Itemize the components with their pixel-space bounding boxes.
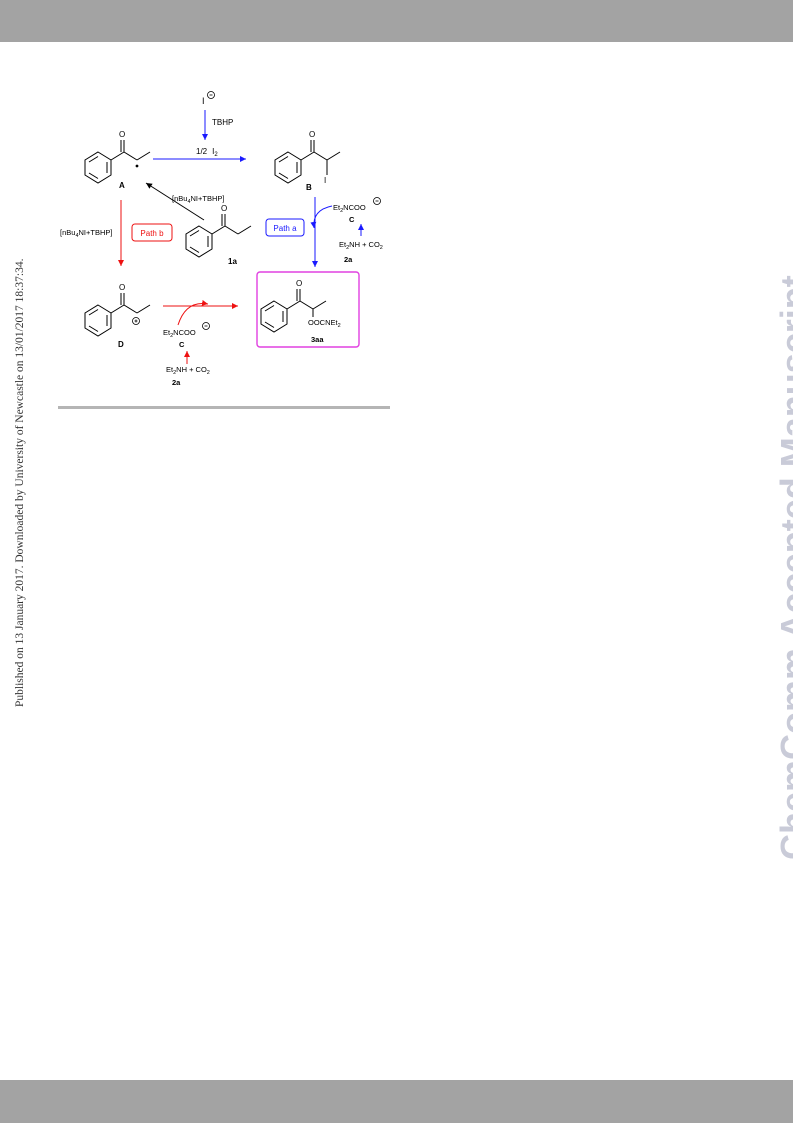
carbamate-left: Et2NCOO bbox=[163, 328, 196, 339]
amine-left: Et2NH + CO2 bbox=[166, 365, 210, 376]
B-oxygen: O bbox=[309, 130, 315, 139]
label-D: D bbox=[118, 340, 124, 349]
molecule-3aa bbox=[260, 289, 327, 333]
molecule-B bbox=[274, 140, 341, 184]
label-C-right: C bbox=[349, 215, 355, 224]
figure-divider bbox=[58, 406, 390, 409]
carbamate-right: Et2NCOO bbox=[333, 203, 366, 214]
curved-arrow-path-b bbox=[177, 299, 209, 326]
3aa-oxygen: O bbox=[296, 279, 302, 288]
label-C-left: C bbox=[179, 340, 185, 349]
path-b-box: Path b bbox=[131, 223, 173, 242]
bottom-footer-bar bbox=[0, 1080, 793, 1123]
A-oxygen: O bbox=[119, 130, 125, 139]
label-2a-left: 2a bbox=[172, 378, 181, 387]
label-1a: 1a bbox=[228, 257, 237, 266]
molecule-1a bbox=[185, 214, 252, 258]
label-B: B bbox=[306, 183, 312, 192]
svg-text:I: I bbox=[202, 96, 205, 106]
amine-right: Et2NH + CO2 bbox=[339, 240, 383, 251]
publication-sidenote: Published on 13 January 2017. Downloaded… bbox=[14, 258, 26, 707]
negative-charge-icon bbox=[202, 322, 210, 330]
negative-charge-icon bbox=[373, 197, 381, 205]
reagent-upper: [nBu4NI+TBHP] bbox=[172, 194, 224, 205]
positive-charge-icon bbox=[132, 317, 140, 325]
product-group: OOCNEt2 bbox=[308, 318, 341, 329]
path-a-box: Path a bbox=[265, 218, 305, 237]
path-a-label: Path a bbox=[273, 224, 297, 233]
D-oxygen: O bbox=[119, 283, 125, 292]
path-b-label: Path b bbox=[140, 229, 164, 238]
iodide-anion: I bbox=[202, 91, 215, 106]
journal-watermark: ChemComm Accepted Manuscript bbox=[773, 275, 793, 860]
1a-oxygen: O bbox=[221, 204, 227, 213]
molecule-D bbox=[84, 293, 151, 337]
top-header-bar bbox=[0, 0, 793, 42]
product-box bbox=[256, 271, 360, 348]
label-3aa: 3aa bbox=[311, 335, 324, 344]
arrow-1a-to-A bbox=[145, 182, 205, 221]
curved-arrow-path-a bbox=[310, 205, 333, 229]
molecule-A bbox=[84, 140, 151, 184]
B-iodine: I bbox=[324, 176, 326, 185]
tbhp-label: TBHP bbox=[212, 118, 233, 127]
label-A: A bbox=[119, 181, 125, 190]
reagent-lower: [nBu4NI+TBHP] bbox=[60, 228, 112, 239]
label-2a-right: 2a bbox=[344, 255, 353, 264]
